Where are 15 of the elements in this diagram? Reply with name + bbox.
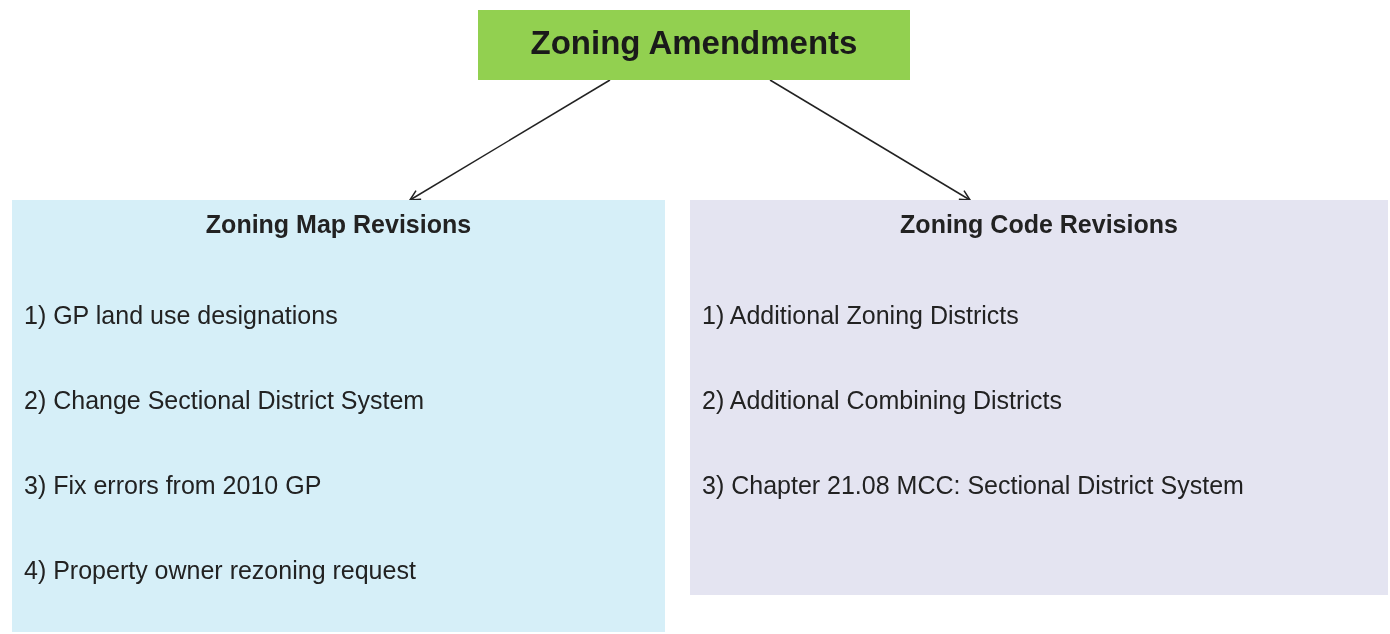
arrow (409, 79, 611, 201)
list-item: 4) Property owner rezoning request (24, 555, 417, 586)
list-item: 2) Change Sectional District System (24, 385, 426, 416)
list-item: 1) GP land use designations (24, 300, 339, 331)
list-item: 3) Chapter 21.08 MCC: Sectional District System (702, 470, 1245, 501)
list-item: 3) Fix errors from 2010 GP (24, 470, 323, 501)
category-panel (690, 200, 1388, 595)
list-item: 1) Additional Zoning Districts (702, 300, 1020, 331)
title-box (478, 10, 910, 80)
arrow (769, 79, 971, 201)
panel-heading: Zoning Map Revisions (204, 210, 473, 239)
node-label: Zoning Amendments (529, 24, 859, 62)
category-panel (12, 200, 665, 632)
list-item: 2) Additional Combining Districts (702, 385, 1063, 416)
panel-heading: Zoning Code Revisions (899, 210, 1179, 239)
